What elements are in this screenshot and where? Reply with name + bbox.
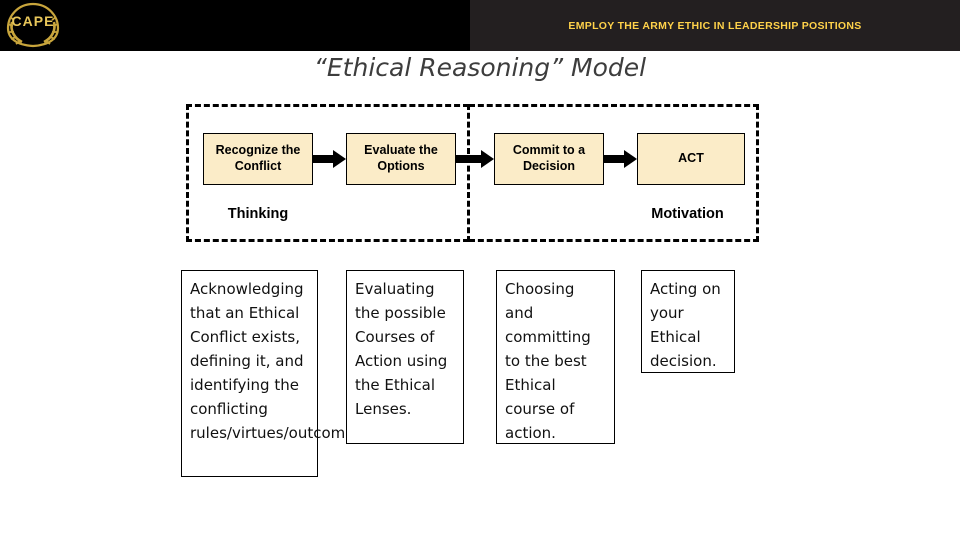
arrow-shaft: [456, 155, 481, 163]
page-title: “Ethical Reasoning” Model: [313, 53, 647, 82]
cape-logo-icon: CAPE: [2, 0, 64, 50]
step-box-commit-decision[interactable]: Commit to a Decision: [494, 133, 604, 185]
motivation-group-outline: [469, 104, 759, 242]
arrow-head: [624, 150, 637, 168]
arrow-shaft: [604, 155, 624, 163]
description-box-evaluate-options: Evaluating the possible Courses of Actio…: [346, 270, 464, 444]
arrow-icon-step3-to-step4: [604, 150, 637, 168]
description-box-recognize-conflict: Acknowledging that an Ethical Conflict e…: [181, 270, 395, 477]
step-box-evaluate-options[interactable]: Evaluate the Options: [346, 133, 456, 185]
group-label-thinking: Thinking: [227, 206, 289, 222]
header-banner-text: EMPLOY THE ARMY ETHIC IN LEADERSHIP POSI…: [568, 19, 862, 32]
group-divider: [467, 104, 470, 242]
thinking-group-outline: [186, 104, 469, 242]
group-label-motivation: Motivation: [651, 206, 724, 222]
header-left-panel: [0, 0, 470, 51]
svg-text:CAPE: CAPE: [12, 13, 55, 29]
arrow-head: [333, 150, 346, 168]
step-box-act[interactable]: ACT: [637, 133, 745, 185]
arrow-shaft: [313, 155, 333, 163]
arrow-head: [481, 150, 494, 168]
description-box-commit-decision: Choosing and committing to the best Ethi…: [496, 270, 615, 444]
header-bar: CAPE EMPLOY THE ARMY ETHIC IN LEADERSHIP…: [0, 0, 960, 51]
step-box-recognize-conflict[interactable]: Recognize the Conflict: [203, 133, 313, 185]
arrow-icon-step2-to-step3: [456, 150, 494, 168]
description-box-act: Acting on your Ethical decision.: [641, 270, 735, 373]
arrow-icon-step1-to-step2: [313, 150, 346, 168]
